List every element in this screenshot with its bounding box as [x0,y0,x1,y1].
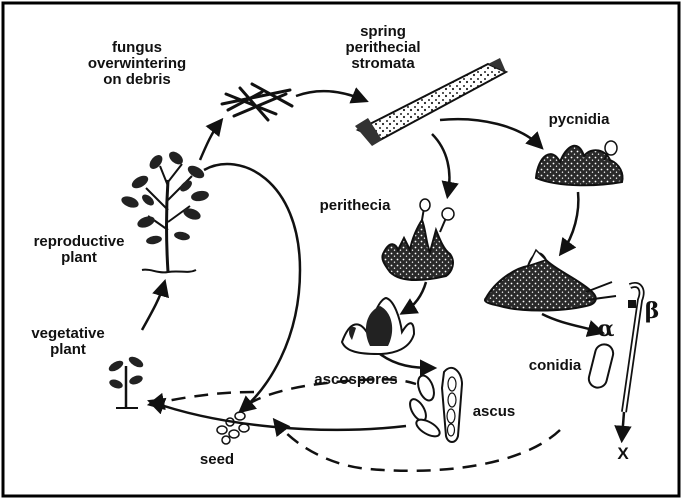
perithecium-section-icon [342,298,414,354]
arrow-debris-to-stromata [296,91,364,100]
label-line: fungus [62,40,212,56]
label-beta: β [640,300,664,322]
label-fungus-overwintering: fungus overwintering on debris [62,40,212,88]
beta-conidium-icon [624,285,642,412]
ascus-icon [442,368,462,442]
label-reproductive-plant: reproductive plant [24,234,134,266]
label-ascus: ascus [464,404,524,420]
label-line: on debris [62,72,212,88]
label-x: X [612,446,634,462]
label-perithecia: perithecia [300,198,410,214]
label-line: vegetative [18,326,118,342]
pycnidium-section-icon [485,250,616,311]
arrow-pycnidium-to-conidia [542,314,600,332]
arrow-stromata-to-perithecia [432,134,449,194]
label-ascospores: ascospores [296,372,416,388]
label-line: perithecial [318,40,448,56]
alpha-conidium-icon [587,342,615,389]
arrow-beta-to-x [622,412,624,438]
arrow-vegetative-to-reproductive [142,284,164,330]
arrow-section-to-ascospores [380,354,432,368]
label-line: plant [18,342,118,358]
pycnidia-icon [536,141,623,185]
label-line: overwintering [62,56,212,72]
arrow-stromata-to-pycnidia [440,119,540,146]
debris-icon [222,84,292,120]
label-line: reproductive [24,234,134,250]
label-line: spring [318,24,448,40]
arrow-reproductive-to-debris [200,122,220,160]
seed-icon [217,412,249,444]
arrow-plant-to-seed [204,164,300,410]
label-spring-stromata: spring perithecial stromata [318,24,448,72]
label-line: stromata [318,56,448,72]
vegetative-plant-icon [107,355,145,408]
label-alpha: α [594,318,618,340]
label-line: plant [24,250,134,266]
label-vegetative-plant: vegetative plant [18,326,118,358]
label-seed: seed [192,452,242,468]
label-pycnidia: pycnidia [534,112,624,128]
arrow-pycnidia-to-pycnidium [562,192,578,252]
label-conidia: conidia [520,358,590,374]
arrow-perithecia-to-section [404,282,426,312]
